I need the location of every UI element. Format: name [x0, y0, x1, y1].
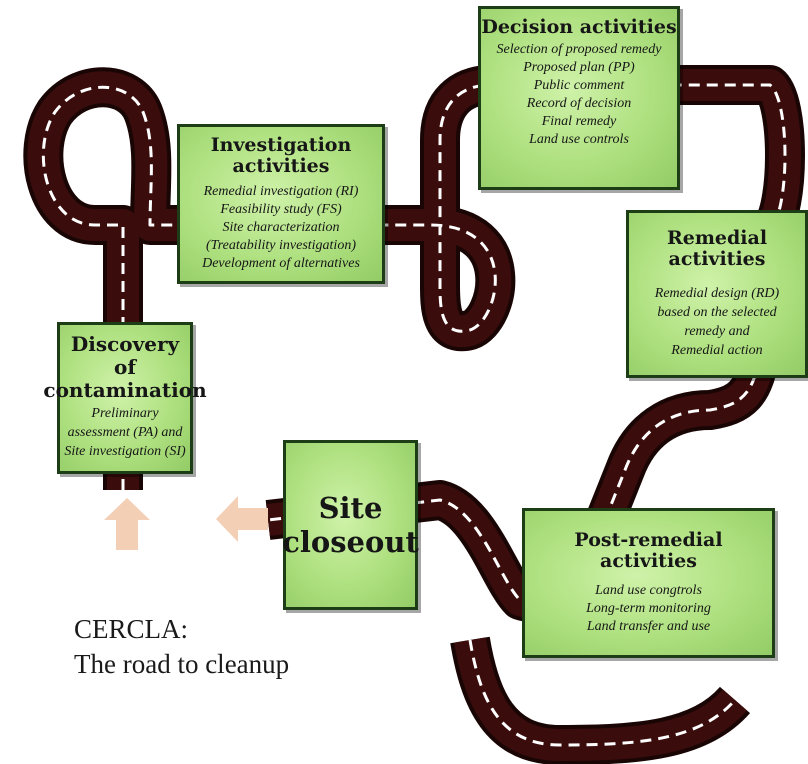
post-remedial-items: Land use congtrols Long-term monitoring … [586, 582, 711, 636]
discovery-line: assessment (PA) and [67, 425, 183, 440]
remedial-line: remedy and [684, 324, 750, 339]
decision-item: Record of decision [526, 96, 632, 111]
investigation-item: Development of alternatives [202, 256, 360, 271]
discovery-title-line: contamination [43, 378, 207, 402]
discovery-title-line: Discovery of [70, 332, 180, 379]
investigation-title: Investigation activities [210, 134, 352, 177]
diagram-caption: CERCLA: The road to cleanup [74, 612, 289, 682]
remedial-activities-box: Remedial activities Remedial design (RD)… [626, 210, 808, 378]
decision-item: Selection of proposed remedy [496, 42, 662, 57]
remedial-line: Remedial design (RD) [654, 286, 780, 301]
up-arrow-icon [104, 498, 150, 550]
decision-item: Proposed plan (PP) [523, 60, 635, 75]
post-remedial-item: Land use congtrols [595, 583, 702, 598]
lane-marking-bottom [468, 639, 737, 747]
remedial-title: Remedial activities [666, 227, 768, 270]
post-remedial-item: Land transfer and use [586, 619, 711, 634]
remedial-line: Remedial action [671, 343, 763, 358]
decision-activities-box: Decision activities Selection of propose… [478, 6, 680, 190]
caption-line: The road to cleanup [74, 649, 290, 679]
left-arrow-icon [216, 496, 268, 542]
investigation-item: (Treatability investigation) [206, 238, 356, 253]
decision-items: Selection of proposed remedy Proposed pl… [497, 41, 662, 149]
closeout-title-line: closeout [282, 525, 419, 559]
post-remedial-item: Long-term monitoring [586, 601, 711, 616]
closeout-title-line: Site [318, 491, 383, 525]
decision-title: Decision activities [481, 16, 677, 38]
remedial-line: based on the selected [657, 305, 777, 320]
caption-line: CERCLA: [74, 614, 189, 644]
investigation-activities-box: Investigation activities Remedial invest… [177, 124, 385, 284]
site-closeout-box: Site closeout [282, 440, 419, 610]
investigation-items: Remedial investigation (RI) Feasibility … [202, 183, 360, 273]
decision-item: Land use controls [529, 132, 629, 147]
decision-item: Final remedy [541, 114, 617, 129]
investigation-item: Site characterization [222, 220, 340, 235]
investigation-item: Feasibility study (FS) [220, 202, 342, 217]
post-remedial-activities-box: Post-remedial activities Land use congtr… [522, 508, 775, 658]
decision-item: Public comment [533, 78, 625, 93]
investigation-item: Remedial investigation (RI) [203, 184, 359, 199]
discovery-line: Preliminary [91, 406, 159, 421]
discovery-line: Site investigation (SI) [64, 444, 186, 459]
post-remedial-title: Post-remedial activities [574, 529, 723, 572]
discovery-of-contamination-box: Discovery of contamination Preliminary a… [43, 322, 207, 474]
discovery-text: Preliminary assessment (PA) and Site inv… [64, 404, 185, 461]
remedial-text: Remedial design (RD) based on the select… [655, 280, 779, 360]
